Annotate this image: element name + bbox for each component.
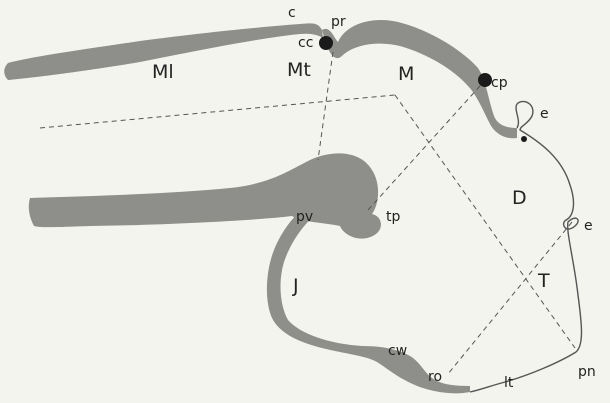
label-d: D xyxy=(512,187,527,209)
label-pn: pn xyxy=(578,364,596,380)
node-e xyxy=(521,136,527,142)
label-e-upper: e xyxy=(540,106,549,122)
label-pr: pr xyxy=(331,14,346,30)
label-ml: Ml xyxy=(152,61,174,83)
label-t: T xyxy=(537,270,550,292)
label-m: M xyxy=(398,63,414,85)
label-lt: lt xyxy=(504,375,514,391)
label-c: c xyxy=(288,5,296,21)
node-cp xyxy=(478,73,492,87)
label-mt: Mt xyxy=(287,59,311,81)
label-ro: ro xyxy=(428,369,442,385)
label-cc: cc xyxy=(298,35,313,51)
label-e-lower: e xyxy=(584,218,593,234)
label-pv: pv xyxy=(296,209,313,225)
label-tp: tp xyxy=(386,209,400,225)
node-pr xyxy=(319,36,333,50)
label-cw: cw xyxy=(388,343,407,359)
label-cp: cp xyxy=(491,75,508,91)
label-j: J xyxy=(292,275,299,297)
